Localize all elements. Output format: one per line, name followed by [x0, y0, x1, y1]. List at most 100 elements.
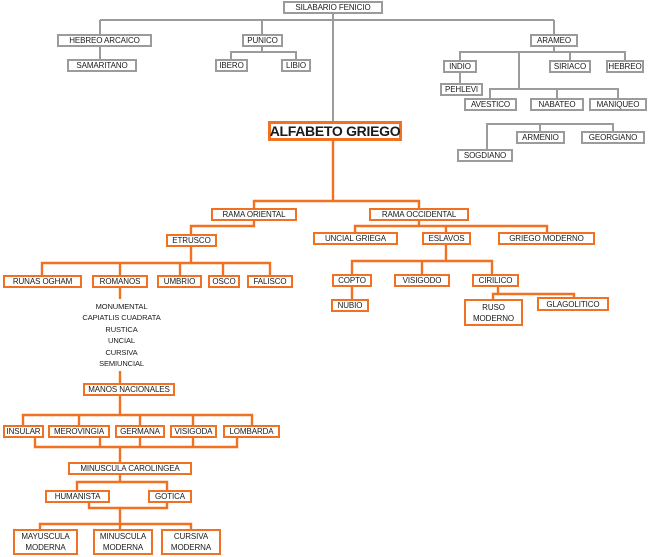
- node-label: MINUSCULA: [99, 532, 147, 541]
- node-rama-oriental: RAMA ORIENTAL: [211, 208, 297, 221]
- node-label: HEBREO ARCAICO: [69, 36, 140, 45]
- node-label: GRIEGO MODERNO: [509, 234, 584, 243]
- node-label: SILABARIO FENICIO: [295, 3, 371, 12]
- node-label: NABATEO: [538, 100, 576, 109]
- connector: [491, 292, 576, 299]
- node-label: SOGDIANO: [463, 151, 507, 160]
- connector: [230, 51, 297, 59]
- node-minuscula-moderna: MINUSCULA MODERNA: [93, 529, 153, 555]
- node-osco: OSCO: [208, 275, 240, 288]
- node-label: ARMENIO: [522, 133, 559, 142]
- node-label: UNCIAL GRIEGA: [324, 234, 387, 243]
- connector: [189, 220, 256, 234]
- node-label: IBERO: [219, 61, 244, 70]
- node-label: RUSO: [482, 302, 505, 312]
- node-label: ALFABETO GRIEGO: [269, 122, 401, 139]
- node-samaritano: SAMARITANO: [67, 59, 137, 72]
- connector: [21, 413, 254, 425]
- connector: [75, 480, 169, 490]
- node-label: RUSTICA: [105, 324, 138, 334]
- node-nabateo: NABATEO: [530, 98, 584, 111]
- node-label: CIRILICO: [478, 276, 513, 285]
- node-umbrio: UMBRIO: [157, 275, 202, 288]
- connector: [489, 88, 619, 98]
- node-label: GERMANA: [120, 427, 160, 436]
- connector: [33, 437, 239, 449]
- node-label: INSULAR: [6, 427, 41, 436]
- node-minuscula-carolingea: MINUSCULA CAROLINGEA: [68, 462, 192, 475]
- node-label: ETRUSCO: [172, 236, 211, 245]
- node-label: RAMA ORIENTAL: [222, 210, 286, 219]
- node-label: MEROVINGIA: [53, 427, 105, 436]
- node-label: SAMARITANO: [76, 61, 128, 70]
- node-label: RUNAS OGHAM: [12, 277, 73, 286]
- node-glagolitico: GLAGOLITICO: [537, 297, 609, 311]
- node-label: GLAGOLITICO: [546, 299, 600, 309]
- node-label: MAYUSCULA: [21, 532, 70, 541]
- node-georgiano: GEORGIANO: [581, 131, 645, 144]
- node-label: ARAMEO: [536, 36, 572, 45]
- node-label: MODERNA: [102, 543, 144, 552]
- node-armenio: ARMENIO: [516, 131, 565, 144]
- node-gotica: GOTICA: [148, 490, 192, 503]
- node-label: OSCO: [212, 277, 236, 286]
- node-label: COPTO: [338, 276, 366, 285]
- node-libio: LIBIO: [281, 59, 311, 72]
- node-silabario-fenicio: SILABARIO FENICIO: [283, 1, 383, 14]
- node-romanos: ROMANOS: [92, 275, 148, 288]
- node-copto: COPTO: [332, 274, 372, 287]
- node-label: SEMIUNCIAL: [99, 359, 144, 368]
- node-label: AVESTICO: [470, 100, 511, 109]
- node-mayuscula-moderna: MAYUSCULA MODERNA: [13, 529, 78, 555]
- node-ibero: IBERO: [215, 59, 248, 72]
- node-arameo: ARAMEO: [530, 34, 578, 47]
- node-eslavos: ESLAVOS: [422, 232, 471, 245]
- node-runas-ogham: RUNAS OGHAM: [3, 275, 82, 288]
- connector: [252, 199, 421, 208]
- node-label: LIBIO: [286, 61, 306, 70]
- connector: [40, 261, 272, 275]
- node-label: INDIO: [449, 62, 471, 71]
- node-manos-nacionales: MANOS NACIONALES: [83, 383, 175, 396]
- node-pehlevi: PEHLEVI: [440, 83, 483, 96]
- node-label: PEHLEVI: [444, 85, 479, 94]
- node-label: ESLAVOS: [428, 234, 465, 243]
- node-label: VISIGODO: [402, 276, 442, 285]
- node-siriaco: SIRIACO: [549, 60, 591, 73]
- node-label: LOMBARDA: [229, 427, 274, 436]
- node-label: SIRIACO: [553, 62, 587, 71]
- node-label: PUNICO: [247, 36, 278, 45]
- node-sogdiano: SOGDIANO: [457, 149, 513, 162]
- node-label: MODERNO: [472, 313, 515, 323]
- node-etrusco: ETRUSCO: [166, 234, 217, 247]
- connector: [38, 522, 193, 529]
- node-hebreo: HEBREO: [606, 60, 644, 73]
- node-humanista: HUMANISTA: [45, 490, 110, 503]
- node-visigoda: VISIGODA: [170, 425, 217, 438]
- node-label: MINUSCULA CAROLINGEA: [80, 464, 180, 473]
- connector: [353, 224, 549, 232]
- node-rama-occidental: RAMA OCCIDENTAL: [369, 208, 469, 221]
- node-visigodo: VISIGODO: [394, 274, 450, 287]
- node-falisco: FALISCO: [247, 275, 293, 288]
- node-insular: INSULAR: [3, 425, 44, 438]
- node-label: CAPIATLIS CUADRATA: [82, 313, 161, 322]
- node-nubio: NUBIO: [331, 299, 369, 312]
- node-label: CURSIVA: [173, 532, 209, 541]
- node-label: VISIGODA: [174, 427, 213, 436]
- node-cirilico: CIRILICO: [472, 274, 519, 287]
- node-label: GEORGIANO: [588, 133, 638, 142]
- node-label: UMBRIO: [163, 277, 196, 286]
- node-label: MODERNA: [170, 543, 212, 552]
- node-label: MANOS NACIONALES: [88, 385, 170, 394]
- node-label: MODERNA: [25, 543, 66, 552]
- node-label: RAMA OCCIDENTAL: [381, 210, 457, 219]
- node-label: UNCIAL: [108, 336, 135, 345]
- node-lombarda: LOMBARDA: [223, 425, 280, 438]
- node-label: HUMANISTA: [54, 492, 101, 501]
- node-avestico: AVESTICO: [464, 98, 517, 111]
- node-uncial-griega: UNCIAL GRIEGA: [313, 232, 398, 245]
